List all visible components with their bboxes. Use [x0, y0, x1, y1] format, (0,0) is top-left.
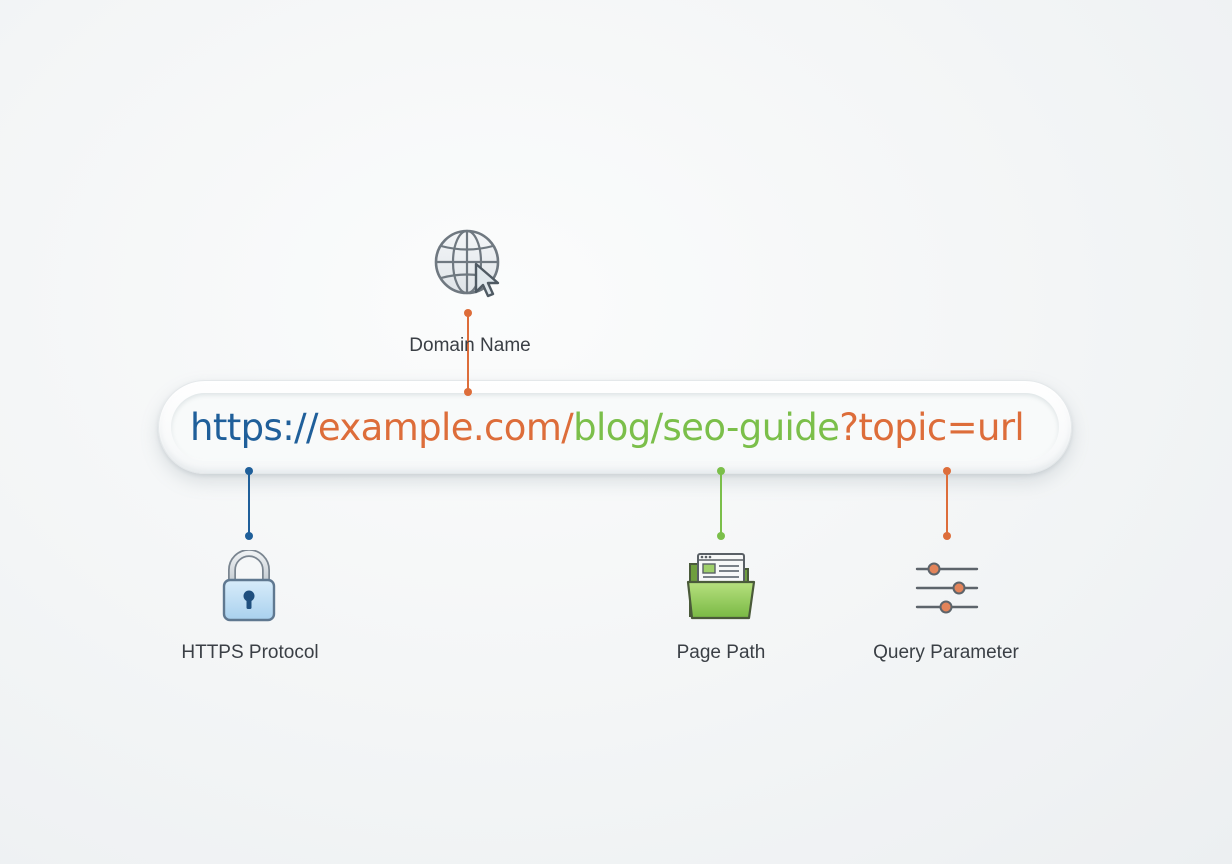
url-bar: [158, 380, 1072, 474]
path-connector-line: [720, 471, 722, 535]
page-path-label: Page Path: [676, 642, 766, 663]
protocol-connector-line: [248, 471, 250, 535]
protocol-connector-dot-bottom: [245, 532, 253, 540]
sliders-icon: [915, 562, 979, 614]
query-connector-line: [946, 471, 948, 535]
url-domain-segment: example.com/: [317, 406, 574, 449]
query-connector-dot-bottom: [943, 532, 951, 540]
domain-name-label: Domain Name: [409, 335, 531, 356]
url-query-segment: ?topic=url: [839, 406, 1025, 449]
path-connector-dot-bottom: [717, 532, 725, 540]
domain-connector-dot-top: [464, 309, 472, 317]
domain-connector-dot-bottom: [464, 388, 472, 396]
query-connector-dot-top: [943, 467, 951, 475]
https-protocol-label: HTTPS Protocol: [181, 642, 319, 663]
protocol-connector-dot-top: [245, 467, 253, 475]
domain-connector-line: [467, 314, 469, 392]
url-text: https://example.com/blog/seo-guide?topic…: [190, 404, 1025, 452]
globe-cursor-icon: [434, 229, 500, 298]
padlock-icon: [222, 550, 276, 622]
folder-icon: [686, 553, 756, 620]
path-connector-dot-top: [717, 467, 725, 475]
url-bar-inner: [171, 393, 1059, 461]
url-path-segment: blog/seo-guide: [573, 406, 840, 449]
query-parameter-label: Query Parameter: [873, 642, 1019, 663]
url-protocol-segment: https://: [190, 406, 318, 449]
